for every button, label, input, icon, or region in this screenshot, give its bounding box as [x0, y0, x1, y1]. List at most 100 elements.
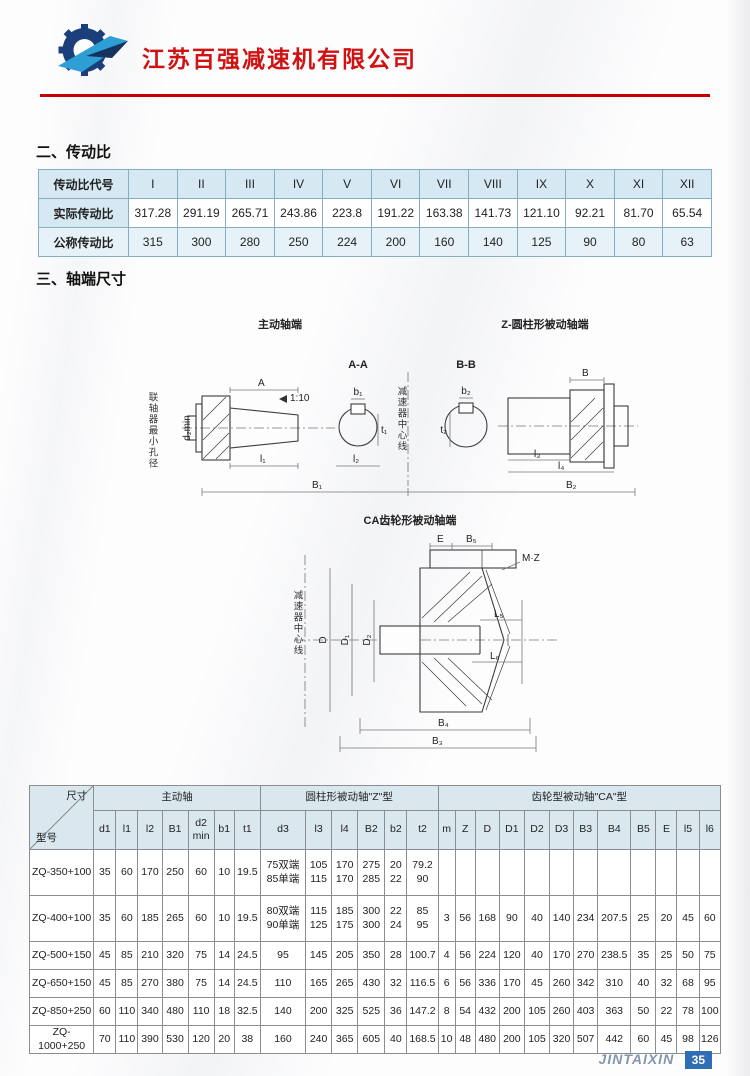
table-cell: 40: [630, 969, 657, 998]
table-cell: 115 125: [305, 895, 333, 942]
z-shaft-drawing: B l₃ l₄ B₂: [407, 368, 638, 496]
col-header: B4: [597, 810, 632, 850]
table-cell: 280: [225, 227, 275, 257]
row-label: 实际传动比: [38, 198, 129, 228]
table-cell: 60: [115, 849, 139, 896]
table-cell: 105: [523, 1025, 551, 1054]
table-cell: 300: [176, 227, 227, 257]
table-cell: 6: [437, 969, 456, 998]
col-header: B3: [573, 810, 599, 850]
table-cell: 60: [93, 997, 117, 1026]
table-cell: 170 170: [331, 849, 359, 896]
table-cell: 121.10: [516, 198, 567, 228]
table-cell: 60: [187, 849, 215, 896]
scan-edge-shading: [726, 0, 750, 1076]
table-cell: [454, 849, 476, 896]
table-cell: 390: [137, 1025, 163, 1054]
ca-shaft-title: CA齿轮形被动轴端: [364, 513, 457, 527]
section2-title: 二、传动比: [36, 144, 112, 161]
row-label: ZQ-850+250: [28, 997, 95, 1026]
table-cell: 81.70: [613, 198, 664, 228]
table-cell: 35: [630, 941, 657, 970]
dim-B1: B₁: [312, 480, 323, 491]
table-cell: 105 115: [305, 849, 333, 896]
company-logo: [52, 20, 136, 86]
table-cell: [548, 849, 575, 896]
table-cell: 75: [187, 969, 215, 998]
table-cell: 19.5: [233, 849, 261, 896]
corner-cell: 尺寸 型号: [28, 785, 95, 850]
row-label: ZQ-400+100: [28, 895, 95, 942]
row-label: ZQ-1000+250: [28, 1025, 95, 1054]
col-header: b1: [213, 810, 235, 850]
dim-t2: t₂: [440, 425, 447, 436]
row-label: ZQ-350+100: [28, 849, 95, 896]
table-cell: 168: [474, 895, 500, 942]
col-header: m: [437, 810, 456, 850]
table-cell: 163.38: [419, 198, 470, 228]
table-cell: 25: [655, 941, 678, 970]
footer-brand: JINTAIXIN: [598, 1051, 675, 1067]
table-cell: [630, 849, 657, 896]
col-header: B2: [357, 810, 386, 850]
table-cell: [676, 849, 700, 896]
table-cell: 20: [655, 895, 678, 942]
page-footer: JINTAIXIN 35: [0, 1051, 712, 1069]
table-cell: 45: [93, 941, 117, 970]
table-cell: 85: [115, 941, 139, 970]
col-header: l4: [331, 810, 359, 850]
dim-D: D: [318, 636, 329, 643]
section3-title: 三、轴端尺寸: [36, 271, 127, 288]
table-cell: 60: [698, 895, 722, 942]
table-cell: 185: [137, 895, 163, 942]
col-header: D2: [523, 810, 551, 850]
table-cell: 40: [523, 941, 551, 970]
col-header: d2 min: [187, 810, 215, 850]
dim-MZ: M·Z: [522, 553, 540, 564]
table-cell: 238.5: [597, 941, 632, 970]
table-cell: 60: [630, 1025, 657, 1054]
table-cell: 126: [698, 1025, 722, 1054]
table-cell: 200: [498, 1025, 525, 1054]
dim-B5: B₅: [466, 534, 477, 545]
table-cell: 275 285: [357, 849, 386, 896]
table-cell: 25: [630, 895, 657, 942]
table-cell: 38: [233, 1025, 261, 1054]
table-cell: XI: [613, 169, 664, 199]
table-cell: 380: [161, 969, 189, 998]
driving-shaft-drawing: A 1:10 d₂min l₁ B₁: [182, 378, 408, 496]
reducer-centerline-note-2: 减速器中心线: [291, 590, 303, 656]
dim-t1: t₁: [381, 425, 388, 436]
table-cell: 75: [187, 941, 215, 970]
table-cell: 56: [454, 895, 476, 942]
gear-logo-icon: [58, 24, 128, 76]
table-cell: VIII: [468, 169, 518, 199]
col-header: D: [474, 810, 500, 850]
table-cell: 50: [676, 941, 700, 970]
dim-B3: B₃: [432, 736, 443, 747]
table-cell: 70: [93, 1025, 117, 1054]
table-cell: 8: [437, 997, 456, 1026]
row-label: ZQ-500+150: [28, 941, 95, 970]
table-cell: 32: [384, 969, 408, 998]
table-cell: 442: [597, 1025, 632, 1054]
table-cell: [655, 849, 678, 896]
table-cell: 14: [213, 969, 235, 998]
table-cell: 310: [597, 969, 632, 998]
table-cell: 315: [128, 227, 178, 257]
dim-L5: L₅: [494, 609, 504, 620]
table-cell: 185 175: [331, 895, 359, 942]
table-cell: 80: [613, 227, 664, 257]
table-cell: 224: [322, 227, 372, 257]
shaft-dimension-table: 尺寸 型号 主动轴 圆柱形被动轴"Z"型 齿轮型被动轴"CA"型 d1 l1 l…: [28, 785, 722, 1054]
table-cell: 85 95: [406, 895, 439, 942]
dim-L6: L₆: [490, 651, 500, 662]
table-cell: 18: [213, 997, 235, 1026]
table-cell: 160: [419, 227, 470, 257]
col-header: B5: [630, 810, 657, 850]
table-cell: 300 300: [357, 895, 386, 942]
